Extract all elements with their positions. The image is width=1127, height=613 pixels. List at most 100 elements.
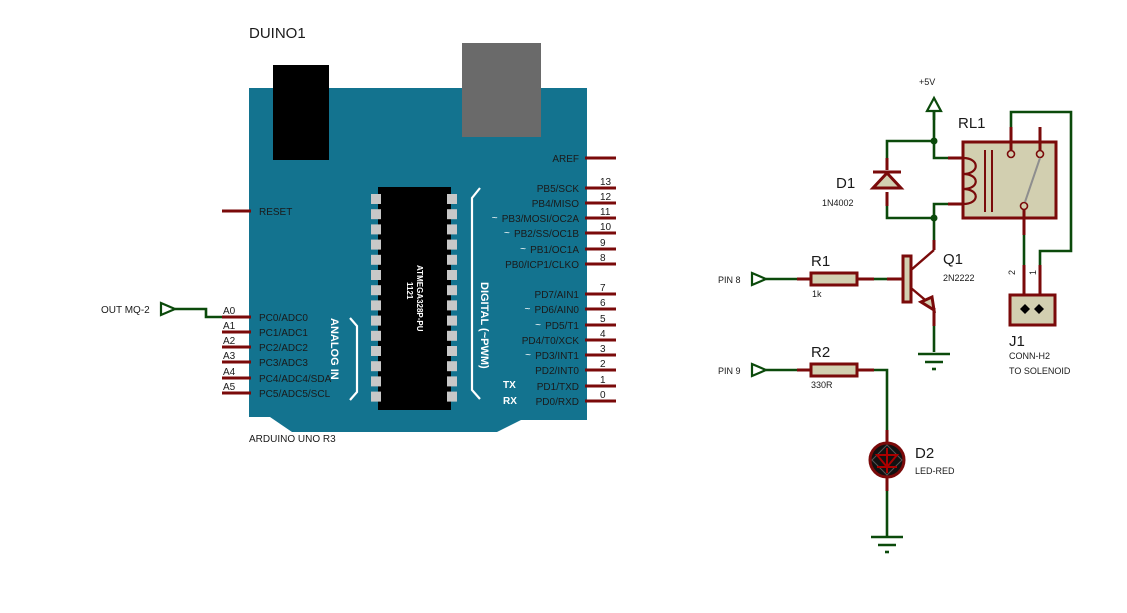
arduino-pin-aref[interactable]: AREF bbox=[552, 154, 616, 165]
chip-label: 1121 ATMEGA328P-PU bbox=[405, 265, 424, 332]
pin-name-label: PC2/ADC2 bbox=[259, 343, 308, 354]
pin-name-label: RESET bbox=[259, 207, 292, 218]
relay-rl1[interactable]: RL1 bbox=[948, 115, 1058, 235]
pin-number-label: 2 bbox=[600, 359, 606, 370]
input-terminal-icon bbox=[750, 362, 769, 378]
diode-d1[interactable]: D1 1N4002 bbox=[822, 158, 905, 208]
pin-number-label: A3 bbox=[223, 351, 236, 362]
terminal-pin8[interactable]: PIN 8 bbox=[718, 271, 769, 287]
r1-value: 1k bbox=[812, 289, 822, 299]
chip-pad bbox=[447, 239, 457, 250]
chip-pad bbox=[447, 376, 457, 387]
pin-name-label: PD0/RXD bbox=[536, 397, 579, 408]
pin-number-label: A5 bbox=[223, 382, 236, 393]
pin-name-label: PB1/OC1A bbox=[530, 245, 579, 256]
pin-name-label: PC5/ADC5/SCL bbox=[259, 389, 331, 400]
chip-pad bbox=[371, 224, 381, 235]
j1-note: TO SOLENOID bbox=[1009, 366, 1071, 376]
wire-relay-no-j1 bbox=[1009, 110, 1073, 265]
pin-number-label: 10 bbox=[600, 222, 612, 233]
arduino-pin-pb1[interactable]: PB1/OC1A 9 ~ bbox=[520, 238, 616, 256]
pin-number-label: 4 bbox=[600, 329, 606, 340]
chip-pads bbox=[371, 194, 457, 402]
pin-name-label: PB4/MISO bbox=[532, 199, 579, 210]
pin-name-label: PB3/MOSI/OC2A bbox=[502, 214, 580, 225]
power-5v[interactable]: +5V bbox=[919, 77, 943, 120]
pin-number-label: 11 bbox=[600, 207, 611, 218]
chip-pad bbox=[371, 254, 381, 265]
wire-coil-bottom bbox=[932, 202, 948, 218]
pwm-marker: ~ bbox=[535, 320, 541, 331]
pin-name-label: PD2/INT0 bbox=[535, 366, 579, 377]
arduino-uno[interactable]: DUINO1 1121 ATMEGA328P-PU ANALOG IN DIGI… bbox=[222, 25, 616, 445]
pin-name-label: PD6/AIN0 bbox=[535, 305, 580, 316]
wire-d1-top bbox=[885, 139, 934, 158]
r1-ref: R1 bbox=[811, 253, 830, 270]
q1-value: 2N2222 bbox=[943, 273, 975, 283]
chip-pad bbox=[447, 300, 457, 311]
chip-pad bbox=[447, 224, 457, 235]
pin-number-label: A1 bbox=[223, 321, 236, 332]
chip-pad bbox=[447, 270, 457, 280]
pwm-marker: ~ bbox=[520, 244, 526, 255]
wire-d1-bottom bbox=[885, 206, 936, 240]
wire-5v-net bbox=[932, 111, 948, 160]
arduino-pin-reset[interactable]: RESET bbox=[222, 207, 292, 218]
pin-name-label: PD5/T1 bbox=[545, 321, 579, 332]
arduino-pin-pd2[interactable]: PD2/INT0 2 bbox=[535, 359, 616, 377]
digital-group-label: DIGITAL (~PWM) bbox=[478, 282, 490, 369]
pwm-marker: ~ bbox=[525, 350, 531, 361]
pin-name-label: PC1/ADC1 bbox=[259, 328, 308, 339]
power-jack bbox=[273, 65, 329, 160]
arduino-pin-pc5[interactable]: PC5/ADC5/SCL A5 bbox=[222, 382, 331, 400]
analog-group-label: ANALOG IN bbox=[328, 318, 340, 380]
resistor-r2[interactable]: R2 330R bbox=[797, 344, 874, 390]
pin-name-label: PC3/ADC3 bbox=[259, 358, 308, 369]
pin-number-label: 13 bbox=[600, 177, 612, 188]
pin-number-label: 9 bbox=[600, 238, 606, 249]
chip-label-part: ATMEGA328P-PU bbox=[415, 265, 424, 332]
arduino-pin-pc1[interactable]: PC1/ADC1 A1 bbox=[222, 321, 308, 339]
chip-pad bbox=[371, 376, 381, 387]
pin-name-label: PD7/AIN1 bbox=[535, 290, 580, 301]
transistor-q1[interactable]: Q1 2N2222 bbox=[887, 240, 975, 326]
led-d2[interactable]: D2 LED-RED bbox=[868, 430, 955, 491]
arduino-right-pins: AREFPB5/SCK13PB4/MISO12PB3/MOSI/OC2A11~P… bbox=[492, 154, 616, 408]
analog-bracket bbox=[349, 317, 359, 401]
chip-pad bbox=[371, 285, 381, 296]
digital-bracket bbox=[470, 187, 481, 400]
chip-pad bbox=[371, 300, 381, 311]
pin-number-label: 3 bbox=[600, 344, 606, 355]
pin-number-label: 1 bbox=[600, 375, 606, 386]
terminal-pin9[interactable]: PIN 9 bbox=[718, 362, 769, 378]
wire-r2-d2 bbox=[874, 368, 889, 430]
chip-pad bbox=[447, 194, 457, 204]
chip-pad bbox=[371, 239, 381, 250]
chip-pad bbox=[371, 361, 381, 372]
terminal-out-mq2[interactable]: OUT MQ-2 bbox=[101, 301, 222, 319]
connector-j1[interactable]: 2 1 J1 CONN-H2 TO SOLENOID bbox=[1007, 265, 1071, 376]
chip-label-date: 1121 bbox=[405, 282, 414, 300]
arduino-pin-pc3[interactable]: PC3/ADC3 A3 bbox=[222, 351, 308, 369]
resistor-r1[interactable]: R1 1k bbox=[797, 253, 874, 299]
usb-connector bbox=[462, 43, 541, 137]
arduino-pin-pd5[interactable]: PD5/T15~ bbox=[535, 314, 616, 332]
pin-number-label: 8 bbox=[600, 253, 606, 264]
chip-pad bbox=[447, 330, 457, 341]
rx-label: RX bbox=[503, 396, 517, 407]
